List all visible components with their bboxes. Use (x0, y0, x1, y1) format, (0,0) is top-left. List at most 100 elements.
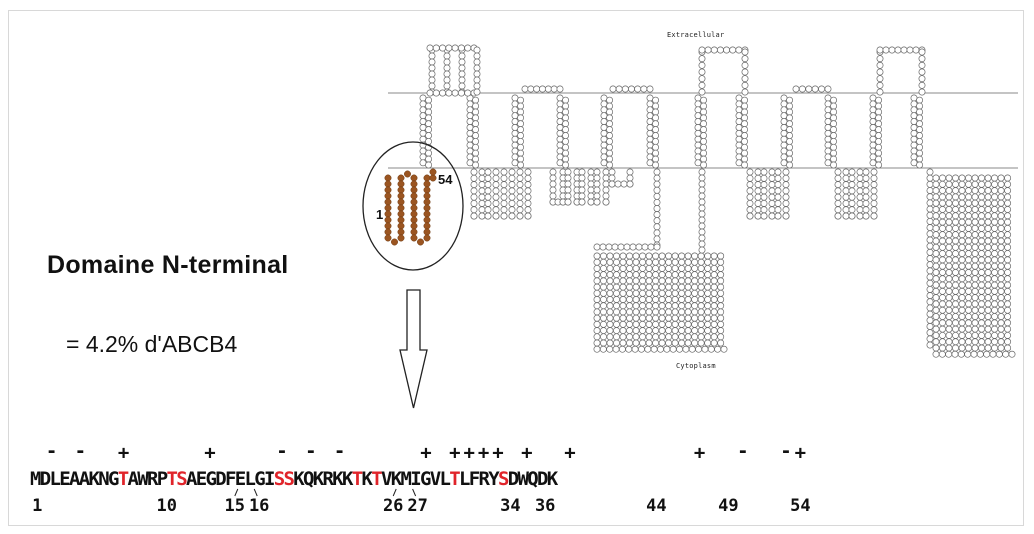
residue-circle (1005, 288, 1011, 294)
residue-circle (635, 86, 641, 92)
n-terminal-residue (398, 199, 404, 205)
residue-circle (747, 194, 753, 200)
residue-circle (889, 47, 895, 53)
residue-circle (965, 320, 971, 326)
residue-circle (699, 187, 705, 193)
residue-circle (594, 272, 600, 278)
residue-circle (857, 181, 863, 187)
residue-circle (830, 121, 836, 127)
residue-circle (471, 200, 477, 206)
n-terminal-residue (411, 217, 417, 223)
residue-circle (579, 169, 585, 175)
residue-circle (620, 321, 626, 327)
residue-circle (857, 213, 863, 219)
residue-letter: L (440, 468, 450, 490)
residue-circle (718, 259, 724, 265)
residue-circle (517, 181, 523, 187)
residue-circle (679, 272, 685, 278)
residue-circle (666, 278, 672, 284)
residue-circle (786, 156, 792, 162)
residue-circle (652, 265, 658, 271)
residue-circle (652, 290, 658, 296)
residue-circle (952, 339, 958, 345)
residue-circle (933, 276, 939, 282)
residue-circle (761, 213, 767, 219)
residue-circle (946, 175, 952, 181)
residue-circle (843, 188, 849, 194)
residue-circle (588, 181, 594, 187)
residue-circle (659, 259, 665, 265)
residue-circle (579, 181, 585, 187)
n-terminal-residue (424, 229, 430, 235)
residue-circle (991, 181, 997, 187)
residue-circle (933, 194, 939, 200)
residue-circle (939, 187, 945, 193)
residue-circle (479, 207, 485, 213)
residue-circle (742, 82, 748, 88)
residue-circle (933, 206, 939, 212)
residue-circle (835, 194, 841, 200)
residue-circle (679, 334, 685, 340)
residue-circle (927, 268, 933, 274)
residue-circle (679, 259, 685, 265)
residue-circle (679, 284, 685, 290)
residue-circle (946, 301, 952, 307)
residue-circle (679, 278, 685, 284)
residue-circle (639, 340, 645, 346)
residue-circle (692, 309, 698, 315)
residue-circle (633, 309, 639, 315)
residue-circle (509, 188, 515, 194)
residue-circle (652, 296, 658, 302)
residue-circle (933, 244, 939, 250)
residue-circle (501, 188, 507, 194)
residue-circle (857, 169, 863, 175)
residue-circle (825, 86, 831, 92)
residue-circle (626, 284, 632, 290)
residue-circle (933, 250, 939, 256)
n-terminal-residue (424, 175, 430, 181)
residue-circle (747, 181, 753, 187)
residue-circle (472, 115, 478, 121)
residue-circle (755, 175, 761, 181)
residue-circle (606, 162, 612, 168)
residue-circle (927, 231, 933, 237)
n-terminal-residue (398, 235, 404, 241)
residue-circle (711, 321, 717, 327)
residue-circle (565, 187, 571, 193)
residue-circle (474, 65, 480, 71)
residue-circle (946, 219, 952, 225)
residue-circle (985, 250, 991, 256)
n-terminal-residue (417, 239, 423, 245)
residue-circle (1009, 351, 1015, 357)
positive-charge-mark: + (463, 442, 474, 464)
residue-circle (965, 345, 971, 351)
residue-circle (984, 351, 990, 357)
residue-letter: T (371, 468, 381, 490)
residue-circle (600, 284, 606, 290)
residue-circle (509, 194, 515, 200)
residue-circle (835, 213, 841, 219)
residue-circle (939, 313, 945, 319)
residue-circle (692, 334, 698, 340)
residue-circle (485, 175, 491, 181)
residue-circle (985, 175, 991, 181)
n-terminal-residue (411, 223, 417, 229)
residue-circle (607, 340, 613, 346)
residue-circle (493, 213, 499, 219)
residue-circle (525, 188, 531, 194)
n-terminal-residue (398, 187, 404, 193)
residue-circle (685, 309, 691, 315)
residue-circle (652, 115, 658, 121)
residue-circle (630, 244, 636, 250)
residue-circle (705, 47, 711, 53)
n-terminal-residue (411, 187, 417, 193)
residue-circle (985, 320, 991, 326)
residue-circle (459, 83, 465, 89)
residue-circle (517, 207, 523, 213)
residue-circle (700, 115, 706, 121)
residue-circle (991, 257, 997, 263)
n-terminal-residue (424, 211, 430, 217)
residue-circle (652, 259, 658, 265)
residue-circle (998, 175, 1004, 181)
residue-circle (479, 200, 485, 206)
